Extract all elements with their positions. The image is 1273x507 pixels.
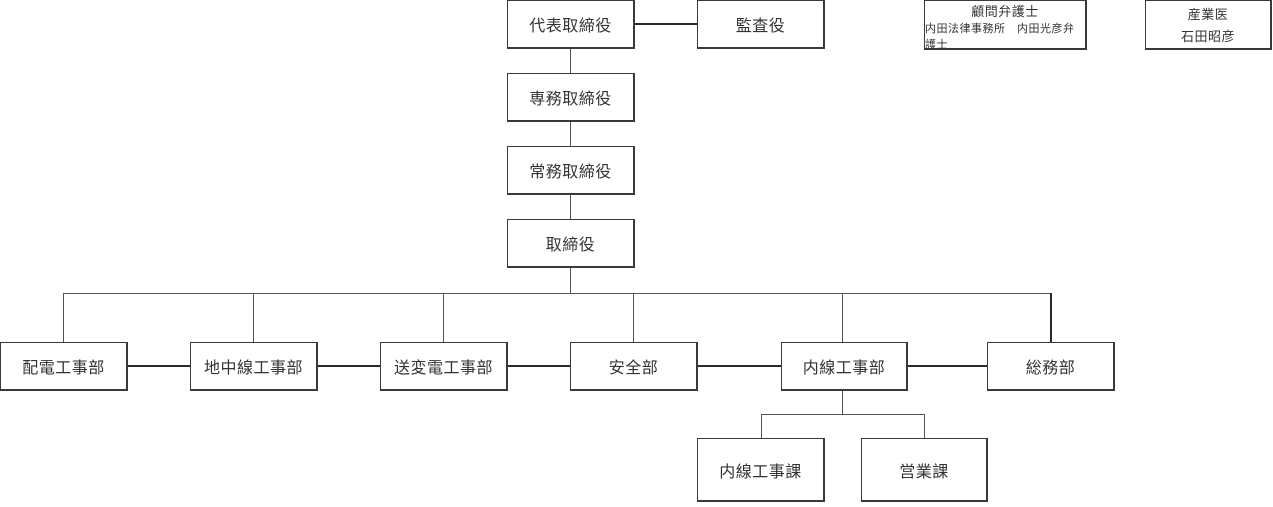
connector-dept-3 [443, 293, 444, 342]
department-label: 送変電工事部 [393, 358, 493, 377]
department-box: 総務部 [987, 342, 1115, 391]
connector-section-2 [924, 414, 925, 438]
connector-dept-5-6 [907, 365, 987, 367]
auditor-box: 監査役 [697, 0, 825, 49]
managing-director-box: 常務取締役 [507, 146, 635, 195]
director-label: 取締役 [545, 235, 596, 254]
connector-dept-1 [63, 293, 64, 342]
department-label: 配電工事部 [22, 358, 105, 377]
department-box: 送変電工事部 [380, 342, 508, 391]
president-label: 代表取締役 [529, 16, 612, 35]
section-bus-line [761, 414, 925, 415]
department-label: 地中線工事部 [203, 358, 303, 377]
section-box: 営業課 [861, 438, 988, 502]
connector-dept-1-2 [127, 365, 190, 367]
senior-managing-director-box: 専務取締役 [507, 73, 635, 122]
department-bus-line [63, 293, 1051, 294]
legal-advisor-detail: 内田法律事務所 内田光彦弁護士 [925, 22, 1075, 51]
department-label: 安全部 [608, 358, 659, 377]
connector-dept-2-3 [317, 365, 380, 367]
department-label: 総務部 [1025, 358, 1076, 377]
department-box: 地中線工事部 [190, 342, 318, 391]
section-box: 内線工事課 [697, 438, 825, 502]
connector-dept-4 [633, 293, 634, 342]
director-box: 取締役 [507, 219, 635, 268]
connector-dept-4-5 [697, 365, 781, 367]
connector-dept-3-4 [507, 365, 570, 367]
auditor-label: 監査役 [735, 16, 786, 35]
department-box: 内線工事部 [781, 342, 908, 391]
connector-president-auditor [634, 23, 697, 25]
department-box: 配電工事部 [0, 342, 128, 391]
industrial-physician-box: 産業医 石田昭彦 [1145, 0, 1272, 50]
industrial-physician-name: 石田昭彦 [1180, 30, 1235, 45]
managing-director-label: 常務取締役 [529, 162, 612, 181]
connector-director-bus [570, 267, 571, 293]
section-label: 営業課 [899, 461, 949, 481]
senior-managing-director-label: 専務取締役 [529, 89, 612, 108]
connector-president-senior [570, 48, 571, 73]
connector-dept-5 [842, 293, 843, 342]
legal-advisor-box: 顧問弁護士 内田法律事務所 内田光彦弁護士 [924, 0, 1087, 51]
connector-senior-managing [570, 121, 571, 146]
section-label: 内線工事課 [719, 461, 802, 481]
connector-dept-sections [842, 390, 843, 414]
industrial-physician-title: 産業医 [1187, 8, 1229, 23]
connector-dept-6 [1050, 293, 1052, 342]
legal-advisor-title: 顧問弁護士 [971, 5, 1039, 20]
department-label: 内線工事部 [802, 358, 886, 377]
connector-dept-2 [253, 293, 254, 342]
department-box: 安全部 [570, 342, 698, 391]
connector-managing-director [570, 194, 571, 219]
president-box: 代表取締役 [507, 0, 635, 49]
connector-section-1 [761, 414, 762, 438]
